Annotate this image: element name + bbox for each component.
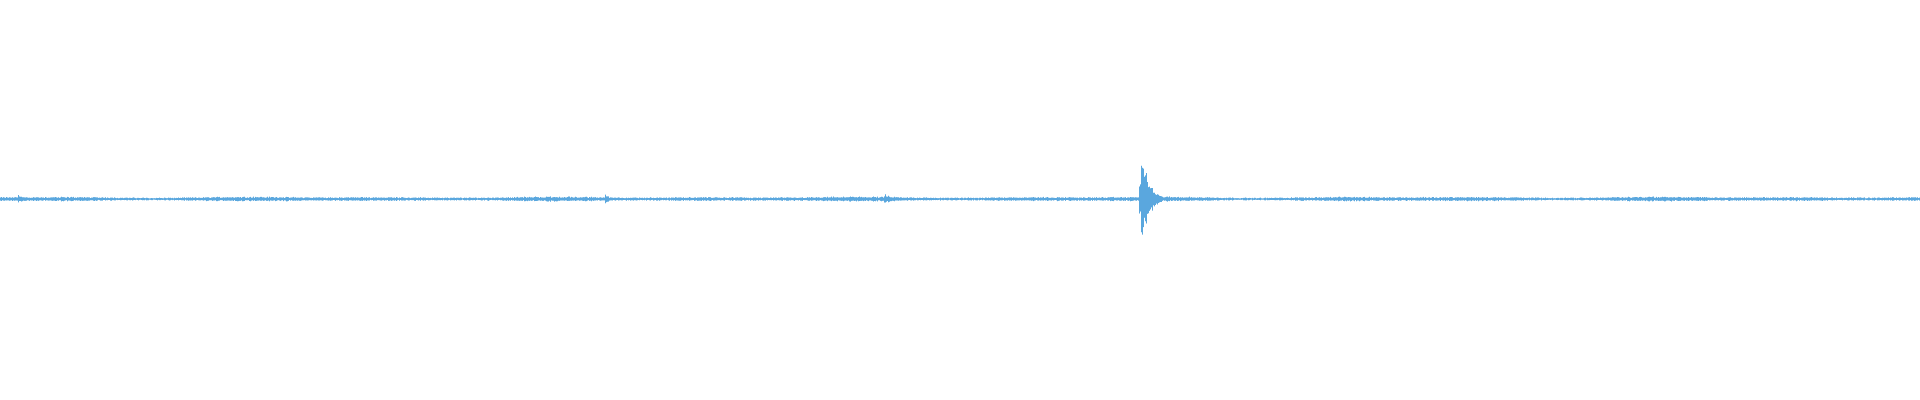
waveform-trace (0, 165, 1920, 235)
